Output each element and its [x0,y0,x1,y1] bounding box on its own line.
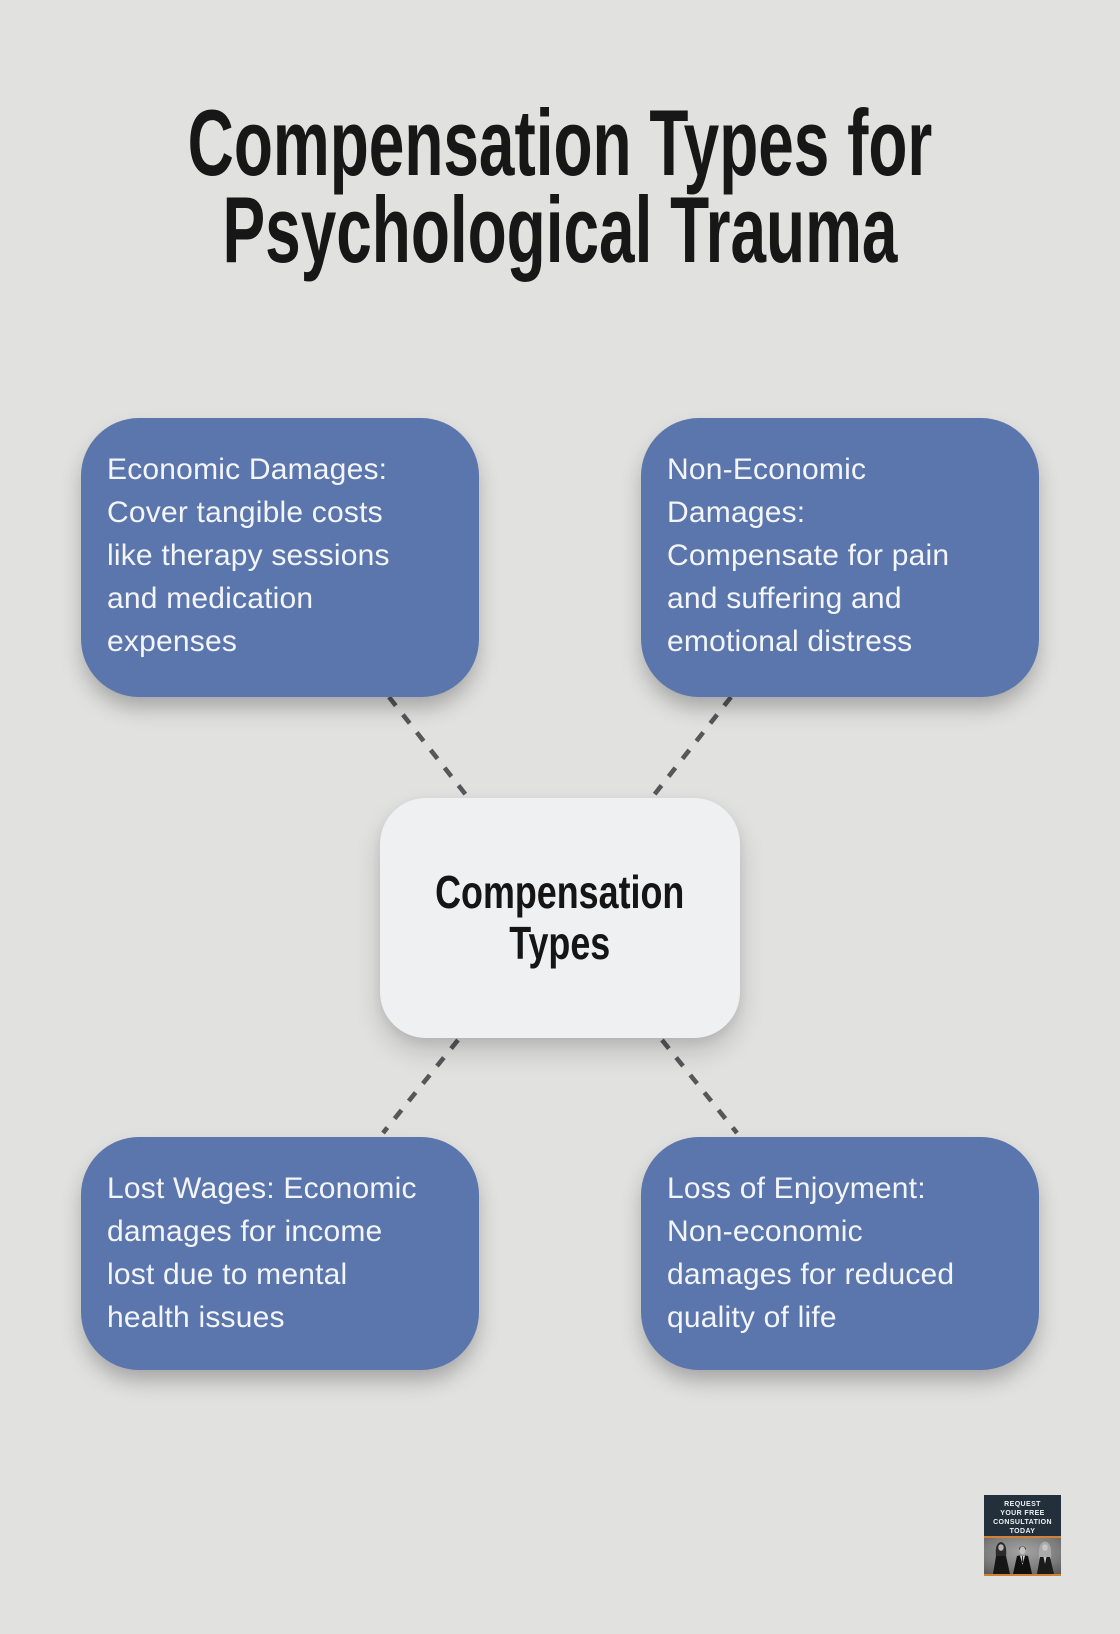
center-node: Compensation Types [380,798,740,1038]
node-loss-of-enjoyment-text: Loss of Enjoyment: Non-economic damages … [667,1172,955,1334]
node-economic-damages: Economic Damages: Cover tangible costs l… [81,418,479,697]
accent-divider-top [984,1536,1061,1538]
node-economic-damages-text: Economic Damages: Cover tangible costs l… [107,453,390,658]
node-non-economic-damages: Non-Economic Damages: Compensate for pai… [641,418,1039,697]
accent-divider-bottom [984,1574,1061,1576]
node-lost-wages-text: Lost Wages: Economic damages for income … [107,1172,417,1334]
node-lost-wages: Lost Wages: Economic damages for income … [81,1137,479,1370]
consultation-cta-text: REQUEST YOUR FREE CONSULTATION TODAY [993,1501,1052,1535]
connector-line-top-right [652,695,733,797]
connector-line-bottom-left [381,1038,460,1135]
page-title: Compensation Types for Psychological Tra… [187,90,933,282]
node-non-economic-damages-text: Non-Economic Damages: Compensate for pai… [667,453,950,658]
node-loss-of-enjoyment: Loss of Enjoyment: Non-economic damages … [641,1137,1039,1370]
center-node-label: Compensation Types [435,866,685,969]
consultation-cta-badge[interactable]: REQUEST YOUR FREE CONSULTATION TODAY [984,1495,1061,1576]
connector-line-bottom-right [660,1038,739,1135]
connector-line-top-left [387,695,468,797]
law-team-photo-icon [984,1538,1061,1574]
